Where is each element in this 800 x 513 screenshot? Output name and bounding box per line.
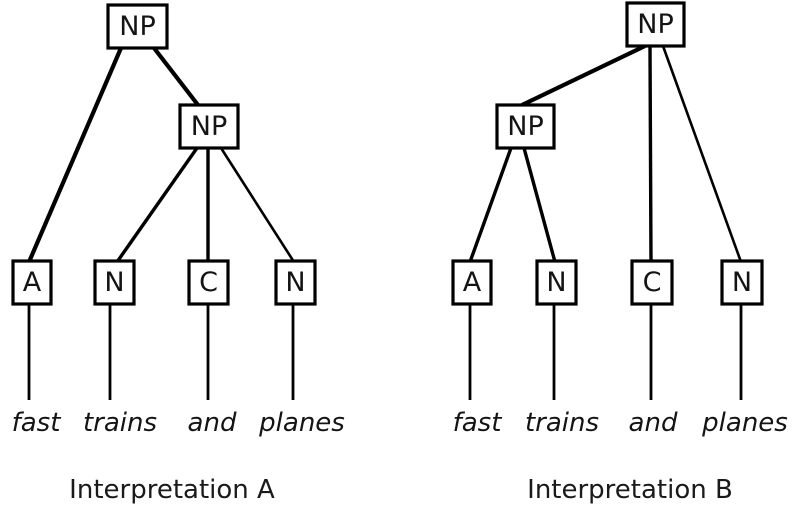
tree-node-b-pos-c[interactable]: C xyxy=(630,259,674,306)
node-box-a-pos-c xyxy=(187,259,230,306)
terminal-word-b-word-trains: trains xyxy=(525,408,599,438)
terminal-word-a-word-trains: trains xyxy=(83,408,157,438)
tree-edge-a-edge-root-a xyxy=(27,47,123,263)
node-label-b-pos-c: C xyxy=(643,267,662,298)
tree-node-b-pos-n2[interactable]: N xyxy=(720,259,764,306)
node-label-b-pos-n1: N xyxy=(546,267,566,298)
node-label-a-pos-c: C xyxy=(199,267,218,298)
tree-edge-b-edge-np-n1 xyxy=(522,147,557,263)
terminal-word-b-word-fast: fast xyxy=(453,408,503,438)
tree-node-b-np-root[interactable]: NP xyxy=(625,1,686,48)
tree-node-b-np-sub[interactable]: NP xyxy=(495,103,556,150)
terminal-word-b-word-planes: planes xyxy=(701,408,788,438)
tree-edge-b-edge-root-np xyxy=(521,44,646,107)
terminal-word-a-word-and: and xyxy=(188,408,237,438)
tree-node-b-pos-a[interactable]: A xyxy=(451,259,493,306)
tree-edge-a-edge-np-n2 xyxy=(219,147,296,263)
tree-node-a-pos-c[interactable]: C xyxy=(187,259,230,306)
node-label-a-pos-n2: N xyxy=(285,267,305,298)
terminal-word-a-word-fast: fast xyxy=(12,408,62,438)
terminal-word-a-word-planes: planes xyxy=(258,408,345,438)
node-box-a-np-sub xyxy=(178,103,240,150)
node-label-a-np-root: NP xyxy=(119,11,155,42)
node-box-b-pos-n1 xyxy=(535,259,578,306)
node-box-a-np-root xyxy=(106,3,169,50)
tree-edge-b-edge-root-n2 xyxy=(661,45,743,263)
tree-node-a-pos-a[interactable]: A xyxy=(11,259,53,306)
tree-caption-interpretation-a: Interpretation A xyxy=(69,475,275,505)
node-label-b-pos-a: A xyxy=(463,267,482,298)
tree-caption-interpretation-b: Interpretation B xyxy=(527,475,733,505)
node-box-b-np-sub xyxy=(495,103,556,150)
node-label-a-np-sub: NP xyxy=(191,111,227,142)
tree-edge-b-edge-np-a xyxy=(468,147,513,263)
node-box-b-np-root xyxy=(625,1,686,48)
node-box-b-pos-n2 xyxy=(720,259,764,306)
node-box-a-pos-n2 xyxy=(274,259,317,306)
node-label-b-pos-n2: N xyxy=(732,267,752,298)
node-label-a-pos-n1: N xyxy=(104,267,124,298)
tree-node-a-pos-n2[interactable]: N xyxy=(274,259,317,306)
tree-node-a-np-root[interactable]: NP xyxy=(106,3,169,50)
node-box-a-pos-a xyxy=(11,259,53,306)
tree-edge-a-edge-np-n1 xyxy=(115,147,199,263)
tree-node-a-np-sub[interactable]: NP xyxy=(178,103,240,150)
tree-node-a-pos-n1[interactable]: N xyxy=(93,259,136,306)
node-box-b-pos-a xyxy=(451,259,493,306)
node-label-b-np-sub: NP xyxy=(507,111,543,142)
node-label-b-np-root: NP xyxy=(637,9,673,40)
tree-node-b-pos-n1[interactable]: N xyxy=(535,259,578,306)
tree-edge-b-edge-root-c xyxy=(648,45,653,263)
node-box-a-pos-n1 xyxy=(93,259,136,306)
tree-edge-a-edge-root-np xyxy=(152,46,200,107)
node-label-a-pos-a: A xyxy=(23,267,42,298)
terminal-word-b-word-and: and xyxy=(629,408,678,438)
node-box-b-pos-c xyxy=(630,259,674,306)
